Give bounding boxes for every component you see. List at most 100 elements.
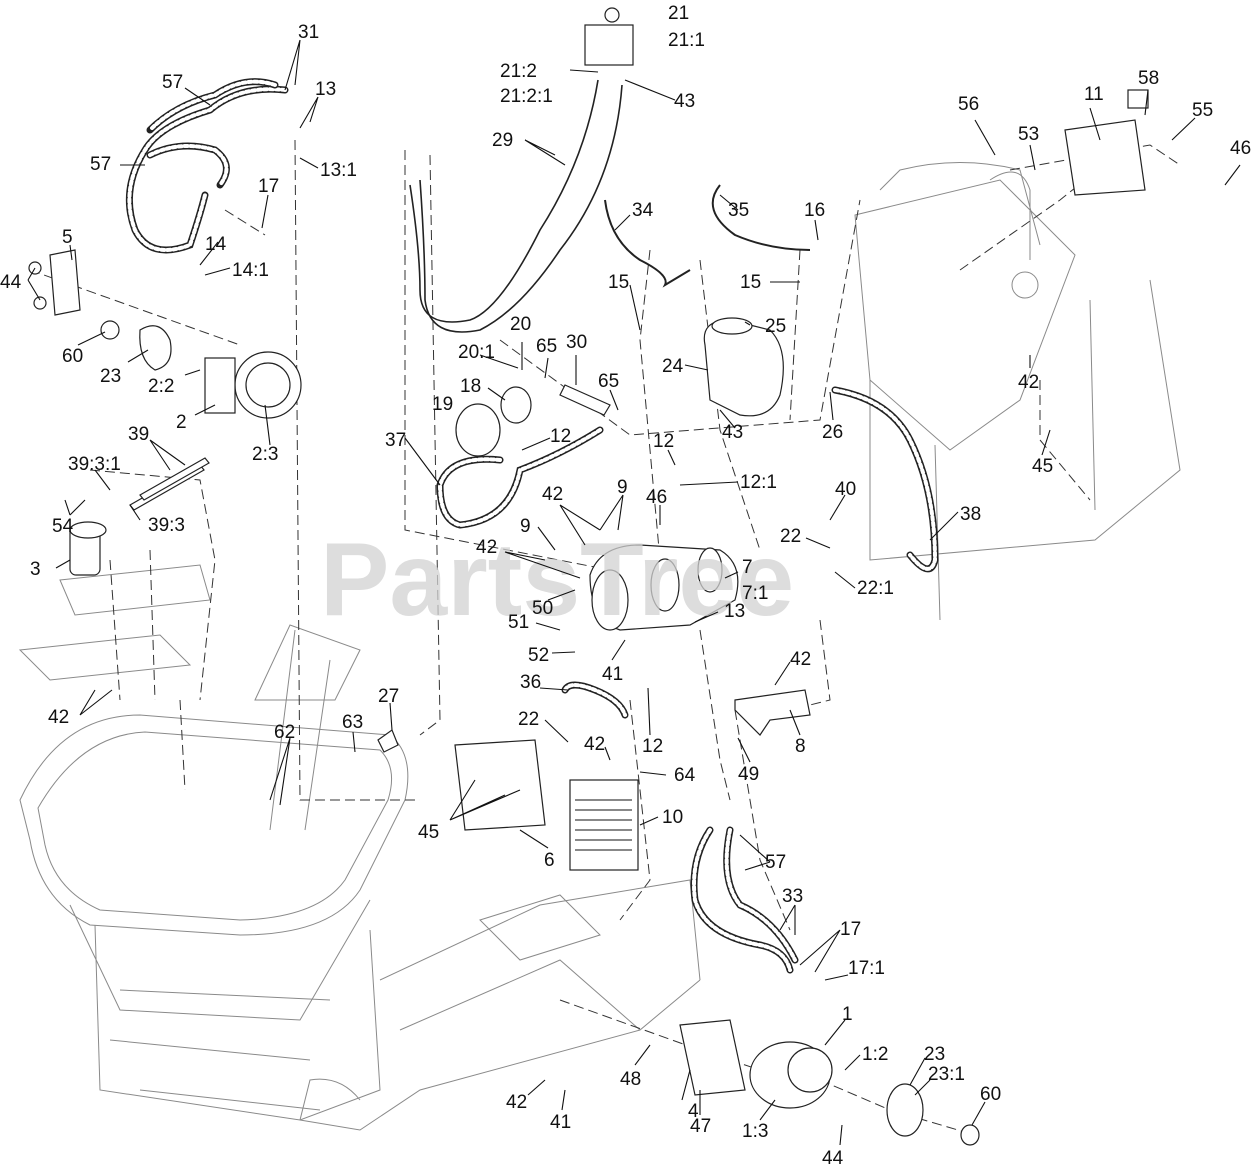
callout-label: 42 [48, 707, 69, 728]
callout-label: 5 [62, 227, 73, 248]
callout-label: 42 [790, 649, 811, 670]
callout-label: 56 [958, 94, 979, 115]
callout-label: 65 [598, 371, 619, 392]
callout-label: 9 [617, 477, 628, 498]
callout-label: 42 [476, 537, 497, 558]
leader-lines [27, 39, 1241, 1146]
callout-label: 65 [536, 336, 557, 357]
callout-label: 57 [765, 852, 786, 873]
spreader-frame [18, 162, 1181, 1131]
callout-label: 15 [740, 272, 761, 293]
callout-label: 7 [742, 557, 753, 578]
callout-label: 12 [550, 426, 571, 447]
callout-label: 12 [653, 431, 674, 452]
callout-label: 20:1 [458, 342, 495, 363]
callout-label: 17 [258, 176, 279, 197]
callout-label: 36 [520, 672, 541, 693]
callout-label: 42 [584, 734, 605, 755]
callout-label: 48 [620, 1069, 641, 1090]
callout-label: 11 [1084, 84, 1104, 105]
callout-label: 12:1 [740, 472, 777, 493]
callout-label: 19 [432, 394, 453, 415]
callout-label: 26 [822, 422, 843, 443]
callout-label: 23 [100, 366, 121, 387]
callout-label: 46 [1230, 138, 1251, 159]
callout-label: 27 [378, 686, 399, 707]
callout-label: 46 [646, 487, 667, 508]
callout-labels: 31 13 57 57 13:1 17 5 44 14 14:1 60 23 2… [0, 3, 1251, 1169]
callout-label: 39:3:1 [68, 454, 121, 475]
callout-label: 23 [924, 1044, 945, 1065]
callout-label: 42 [542, 484, 563, 505]
callout-label: 1 [842, 1004, 853, 1025]
callout-label: 31 [298, 22, 319, 43]
callout-label: 29 [492, 130, 513, 151]
callout-label: 17:1 [848, 958, 885, 979]
callout-label: 10 [662, 807, 683, 828]
callout-label: 63 [342, 712, 363, 733]
callout-label: 24 [662, 356, 684, 377]
plate-6 [454, 739, 546, 831]
callout-label: 21:1 [668, 30, 705, 51]
callout-label: 1:3 [742, 1121, 768, 1142]
callout-label: 22 [518, 709, 539, 730]
callout-label: 13 [315, 79, 336, 100]
callout-label: 60 [980, 1084, 1001, 1105]
callout-label: 39 [128, 424, 149, 445]
callout-label: 50 [532, 598, 553, 619]
callout-label: 6 [544, 850, 555, 871]
assembly-lines [29, 139, 1181, 1136]
callout-label: 42 [1018, 372, 1039, 393]
callout-label: 43 [722, 422, 743, 443]
callout-label: 44 [0, 272, 22, 293]
components [28, 7, 1149, 1146]
callout-label: 21 [668, 3, 689, 24]
callout-label: 33 [782, 886, 803, 907]
callout-label: 1:2 [862, 1044, 888, 1065]
callout-label: 18 [460, 376, 481, 397]
tank-24 [703, 319, 784, 417]
callout-label: 13:1 [320, 160, 357, 181]
callout-label: 22 [780, 526, 801, 547]
callout-label: 41 [550, 1112, 571, 1133]
callout-label: 47 [690, 1116, 711, 1137]
callout-label: 58 [1138, 68, 1159, 89]
callout-label: 7:1 [742, 583, 768, 604]
hoses [125, 78, 939, 974]
valve-block-21 [584, 24, 634, 66]
callout-label: 34 [632, 200, 654, 221]
callout-label: 54 [52, 516, 74, 537]
callout-label: 35 [728, 200, 749, 221]
callout-label: 30 [566, 332, 587, 353]
callout-label: 13 [724, 601, 745, 622]
callout-label: 3 [30, 559, 41, 580]
callout-label: 12 [642, 736, 663, 757]
callout-label: 45 [1032, 456, 1053, 477]
callout-label: 15 [608, 272, 629, 293]
callout-label: 44 [822, 1148, 844, 1169]
callout-label: 2:3 [252, 444, 278, 465]
callout-label: 9 [520, 516, 531, 537]
watermark: PartsTree [320, 522, 794, 638]
callout-label: 51 [508, 612, 529, 633]
callout-label: 52 [528, 645, 549, 666]
callout-label: 16 [804, 200, 825, 221]
callout-label: 21:2 [500, 61, 537, 82]
callout-label: 49 [738, 764, 759, 785]
oil-cooler-10 [569, 779, 639, 871]
callout-label: 17 [840, 919, 861, 940]
callout-label: 43 [674, 91, 695, 112]
callout-label: 23:1 [928, 1064, 965, 1085]
callout-label: 8 [795, 736, 806, 757]
callout-label: 37 [385, 430, 406, 451]
callout-label: 20 [510, 314, 531, 335]
callout-label: 2 [176, 412, 187, 433]
callout-label: 22:1 [857, 578, 894, 599]
callout-label: 57 [162, 72, 183, 93]
callout-label: 41 [602, 664, 623, 685]
callout-label: 14:1 [232, 260, 269, 281]
callout-label: 40 [835, 479, 856, 500]
callout-label: 21:2:1 [500, 86, 553, 107]
filter-19 [455, 403, 501, 457]
